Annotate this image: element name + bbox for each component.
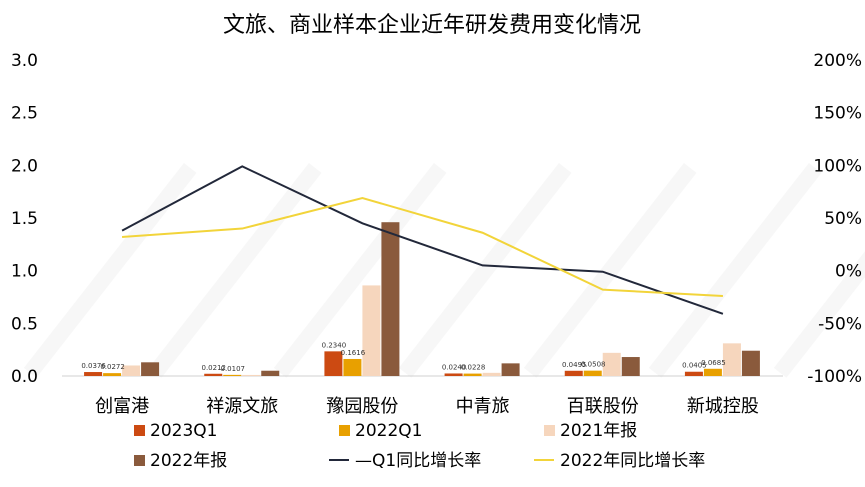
data-label: 0.0508 (581, 361, 606, 369)
y2-tick-label: 200% (813, 51, 862, 71)
legend-swatch (134, 425, 145, 436)
x-tick-label: 祥源文旅 (206, 396, 278, 417)
bar (564, 370, 583, 376)
x-tick-label: 百联股份 (567, 396, 639, 417)
legend: 2023Q1 2022Q1 2021年报 2022年报 —Q1同比增长率 2022年同比增… (134, 421, 705, 471)
data-label: 0.0107 (221, 365, 246, 373)
x-tick-label: 新城控股 (687, 396, 759, 417)
bar (482, 372, 501, 376)
data-label: 0.0272 (100, 363, 125, 371)
y-tick-label: 0.5 (11, 314, 38, 334)
bar (684, 371, 703, 376)
legend-swatch (134, 455, 145, 466)
bar (242, 374, 261, 376)
bar (324, 351, 343, 376)
data-label: 0.0240 (442, 363, 467, 371)
y2-tick-label: 50% (824, 209, 862, 229)
bar (703, 368, 722, 376)
axes: 0.0 0.5 1.0 1.5 2.0 2.5 3.0 -100% -50% 0% 50% 100% 1… (11, 51, 862, 417)
data-labels: 0.0376 0.0212 0.2340 0.0240 0.0495 0.0405 0.02… (81, 341, 725, 373)
lines (121, 165, 724, 315)
chart-title: 文旅、商业样本企业近年研发费用变化情况 (223, 13, 641, 38)
y2-tick-label: 100% (813, 156, 862, 176)
x-tick-label: 豫园股份 (326, 396, 398, 417)
y2-tick-label: 0% (835, 262, 862, 282)
x-tick-label: 创富港 (95, 396, 149, 417)
y2-tick-label: -100% (807, 367, 862, 387)
data-label: 0.0405 (682, 362, 707, 370)
y-tick-label: 1.0 (11, 262, 38, 282)
bar (204, 373, 223, 376)
watermark-band (273, 162, 447, 378)
series-line (121, 165, 724, 315)
bar (362, 285, 381, 376)
bar (722, 343, 741, 376)
data-label: 0.0228 (461, 364, 486, 372)
bar (141, 362, 160, 376)
bar (343, 358, 362, 376)
data-label: 0.0376 (81, 362, 106, 370)
bar (621, 357, 640, 376)
data-label: 0.2340 (322, 341, 347, 349)
bar (501, 363, 520, 376)
bar (463, 373, 482, 376)
legend-label: 2021年报 (560, 421, 637, 441)
bar (741, 350, 760, 376)
data-label: 0.1616 (341, 349, 366, 357)
bar (261, 370, 280, 376)
watermark-band (23, 162, 197, 378)
bars (84, 222, 760, 376)
y-tick-label: 1.5 (11, 209, 38, 229)
data-label: 0.0495 (562, 361, 587, 369)
watermark-band (773, 162, 865, 378)
y2-tick-label: -50% (818, 314, 862, 334)
legend-swatch (544, 425, 555, 436)
bar (103, 373, 122, 376)
x-tick-label: 中青旅 (456, 396, 510, 417)
bar (381, 222, 400, 376)
watermark-band (148, 162, 322, 378)
bar (122, 365, 141, 376)
y-tick-label: 2.5 (11, 104, 38, 124)
bar (444, 373, 463, 376)
legend-label: 2022年同比增长率 (560, 451, 705, 471)
watermark-band (648, 162, 822, 378)
legend-label: 2023Q1 (150, 421, 217, 441)
legend-label: —Q1同比增长率 (355, 451, 481, 471)
y-tick-label: 3.0 (11, 51, 38, 71)
bar (602, 352, 621, 376)
bar (223, 374, 242, 376)
legend-swatch (339, 425, 350, 436)
watermark-band (523, 162, 697, 378)
data-label: 0.0212 (202, 364, 227, 372)
y2-tick-label: 150% (813, 104, 862, 124)
bar (84, 372, 103, 376)
y-tick-label: 2.0 (11, 156, 38, 176)
legend-label: 2022年报 (150, 451, 227, 471)
legend-label: 2022Q1 (355, 421, 422, 441)
bar (583, 370, 602, 376)
watermark-layer (23, 162, 865, 378)
y-tick-label: 0.0 (11, 367, 38, 387)
watermark-band (398, 162, 572, 378)
data-label: 0.0685 (701, 359, 726, 367)
series-line (122, 196, 723, 297)
